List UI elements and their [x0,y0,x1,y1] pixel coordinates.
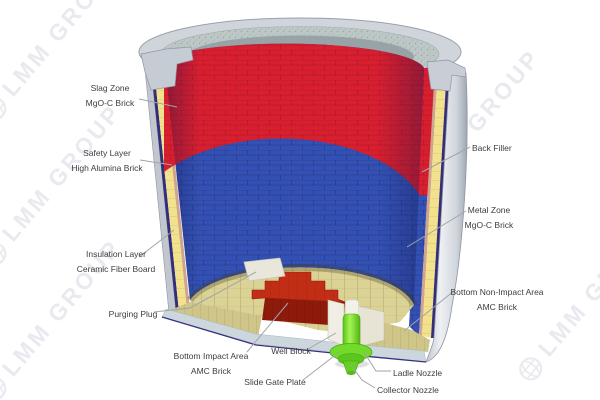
interior-wall [164,43,424,305]
label-insulation-layer: Insulation Layer Ceramic Fiber Board [76,249,156,274]
watermark-tile: LMM GROUP [0,99,127,272]
steel-shell-right [425,65,468,363]
label-slag-zone: Slag Zone MgO-C Brick [85,83,135,108]
watermark-tile: LMM GROUP [512,214,600,387]
label-safety-layer: Safety Layer High Alumina Brick [71,148,143,173]
well-block [327,299,345,347]
impact-pad [251,271,346,326]
back-filler-layer [419,67,438,336]
watermark-tile: LMM GROUP [0,0,127,127]
rim-cut-caps [140,46,467,92]
purging-plug [243,257,286,282]
label-bottom-impact-area: Bottom Impact Area AMC Brick [173,351,249,376]
insulation-layer-right [422,66,447,338]
well-block-and-nozzles [327,299,385,375]
globe-icon [518,357,542,381]
label-slide-gate-plate: Slide Gate Plate [244,377,306,387]
shell-line-left [150,58,179,312]
label-back-filler: Back Filler [472,143,512,153]
globe-icon [0,97,6,121]
leader-lines [138,98,471,389]
label-well-block: Well Block [271,346,311,356]
watermark-tile: LMM GROUP [0,234,127,400]
insulation-layer-left [153,57,187,312]
label-ladle-nozzle: Ladle Nozzle [393,368,443,378]
label-collector-nozzle: Collector Nozzle [377,385,439,395]
label-purging-plug: Purging Plug [108,309,158,319]
shell-line-right [431,66,450,338]
globe-icon [0,242,6,266]
label-metal-zone: Metal Zone MgO-C Brick [464,205,514,230]
label-bottom-non-impact-area: Bottom Non-Impact Area AMC Brick [450,287,544,312]
globe-icon [0,377,6,400]
